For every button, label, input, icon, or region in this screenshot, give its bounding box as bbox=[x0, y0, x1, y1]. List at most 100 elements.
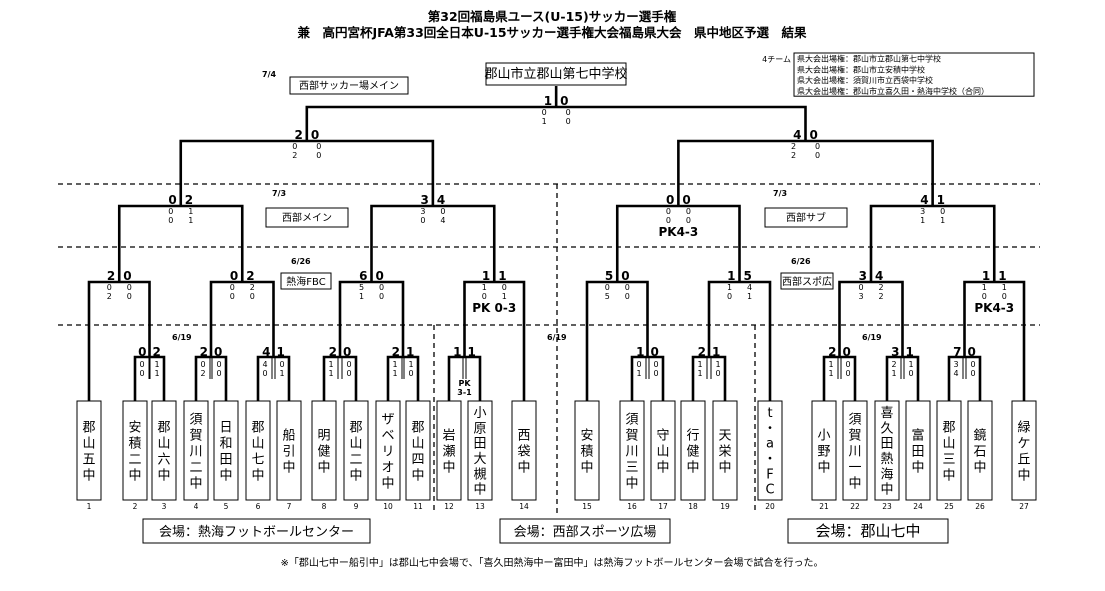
r2-half-left-2: 5 bbox=[605, 292, 610, 301]
r2-half-left-2: 3 bbox=[858, 292, 863, 301]
r1-half-right-1: 1 bbox=[715, 360, 720, 369]
r1-date-mid: 6/19 bbox=[547, 333, 567, 342]
team-name-char: ・ bbox=[763, 452, 776, 467]
r1-score-left: 2 bbox=[329, 345, 337, 359]
team-name-char: 中 bbox=[251, 469, 264, 484]
r2-half-left-2: 1 bbox=[359, 292, 364, 301]
r1-score-right: 0 bbox=[843, 345, 851, 359]
team-name: 守山中 bbox=[656, 429, 669, 476]
team-name-char: 郡 bbox=[251, 421, 264, 436]
r1-score-right: 1 bbox=[906, 345, 914, 359]
team-name-char: 日 bbox=[219, 421, 232, 436]
r1-score-left: 2 bbox=[200, 345, 208, 359]
match-bracket bbox=[117, 204, 244, 282]
r1-half-right-2: 1 bbox=[279, 369, 284, 378]
r2-half-left-1: 1 bbox=[727, 283, 732, 292]
team-number: 18 bbox=[688, 502, 698, 511]
team-name: 安積二中 bbox=[128, 421, 141, 484]
qf-half-left-2: 0 bbox=[666, 216, 671, 225]
sf-half-right-1: 0 bbox=[815, 142, 820, 151]
r2-score-right: 5 bbox=[744, 269, 752, 283]
bottom-venue-box bbox=[787, 518, 949, 544]
team-name: 日和田中 bbox=[219, 421, 232, 484]
legend-row: 県大会出場権：郡山市立安積中学校 bbox=[797, 64, 925, 74]
team-box bbox=[276, 400, 302, 501]
team-box bbox=[183, 400, 209, 501]
sf-half-right-2: 0 bbox=[815, 151, 820, 160]
sf-half-right-1: 0 bbox=[316, 142, 321, 151]
r1-half-left-2: 1 bbox=[636, 369, 641, 378]
sf-score-right: 0 bbox=[311, 128, 319, 142]
r1-date-left: 6/19 bbox=[172, 333, 192, 342]
qf-half-right-2: 1 bbox=[940, 216, 945, 225]
r1-half-left-1: 1 bbox=[697, 360, 702, 369]
team-name-char: 中 bbox=[973, 461, 986, 476]
r1-half-left-1: 1 bbox=[392, 360, 397, 369]
r1-half-right-1: 1 bbox=[408, 360, 413, 369]
team-name-char: 槻 bbox=[473, 466, 486, 482]
r2-half-right-2: 1 bbox=[502, 292, 507, 301]
team-name-char: 中 bbox=[189, 477, 202, 492]
final-half-left-2: 1 bbox=[542, 117, 547, 126]
r1-score-left: 3 bbox=[891, 345, 899, 359]
team-name-char: 七 bbox=[251, 453, 264, 468]
team-name-char: 須 bbox=[848, 413, 861, 428]
sf-half-left-1: 0 bbox=[292, 142, 297, 151]
match-bracket bbox=[463, 280, 526, 401]
r1-half-right-2: 0 bbox=[216, 369, 221, 378]
r2-half-right-1: 0 bbox=[379, 283, 384, 292]
team-name-char: 二 bbox=[349, 453, 362, 468]
team-number: 22 bbox=[850, 502, 860, 511]
match-bracket bbox=[963, 280, 1026, 401]
r1-score-right: 2 bbox=[153, 345, 161, 359]
r1-half-right-2: 0 bbox=[346, 369, 351, 378]
team-number: 9 bbox=[354, 502, 359, 511]
team-box bbox=[213, 400, 239, 501]
team-name: 行健中 bbox=[686, 429, 699, 476]
final-score-left: 1 bbox=[544, 94, 552, 108]
r1-half-left-2: 1 bbox=[697, 369, 702, 378]
team-name-char: 中 bbox=[157, 469, 170, 484]
r1-half-left-2: 0 bbox=[139, 369, 144, 378]
r2-half-right-2: 0 bbox=[379, 292, 384, 301]
footnote: ※「郡山七中ー船引中」は郡山七中会場で、「喜久田熱海中ー富田中」は熱海フットボー… bbox=[281, 556, 824, 569]
r2-score-left: 1 bbox=[482, 269, 490, 283]
team-name-char: 山 bbox=[82, 437, 95, 452]
r2-half-right-2: 1 bbox=[747, 292, 752, 301]
team-name-char: 山 bbox=[656, 445, 669, 460]
r1-date-right: 6/19 bbox=[862, 333, 882, 342]
sf-score-left: 4 bbox=[793, 128, 801, 142]
team-name-char: ・ bbox=[763, 421, 776, 436]
qf-half-left-2: 0 bbox=[420, 216, 425, 225]
team-number: 17 bbox=[658, 502, 668, 511]
team-name: 西袋中 bbox=[517, 429, 530, 476]
team-name-char: 中 bbox=[381, 477, 394, 492]
team-name-char: 山 bbox=[251, 437, 264, 452]
r2-half-left-1: 0 bbox=[107, 283, 112, 292]
qf-half-right-2: 0 bbox=[686, 216, 691, 225]
team-name-char: 川 bbox=[625, 445, 638, 460]
r2-half-left-2: 0 bbox=[982, 292, 987, 301]
team-name-char: 積 bbox=[128, 437, 141, 452]
team-number: 4 bbox=[194, 502, 199, 511]
team-name-char: 健 bbox=[317, 445, 330, 460]
team-name: 小野中 bbox=[817, 429, 830, 476]
r1-score-right: 0 bbox=[968, 345, 976, 359]
page-title: 第32回福島県ユース(U-15)サッカー選手権 bbox=[428, 9, 677, 24]
team-name: 郡山六中 bbox=[157, 421, 170, 484]
team-box bbox=[874, 400, 900, 501]
r1-score-left: 2 bbox=[392, 345, 400, 359]
match-bracket bbox=[615, 204, 741, 282]
r1-score-right: 0 bbox=[651, 345, 659, 359]
qf-pk: PK4-3 bbox=[658, 225, 698, 239]
team-box bbox=[245, 400, 271, 501]
r1-half-left-2: 1 bbox=[328, 369, 333, 378]
team-name-char: 岩 bbox=[442, 429, 455, 444]
team-number: 19 bbox=[720, 502, 730, 511]
r2-half-right-1: 0 bbox=[625, 283, 630, 292]
r2-score-left: 6 bbox=[359, 269, 367, 283]
team-name-char: 六 bbox=[157, 453, 170, 468]
r2-score-right: 2 bbox=[246, 269, 254, 283]
